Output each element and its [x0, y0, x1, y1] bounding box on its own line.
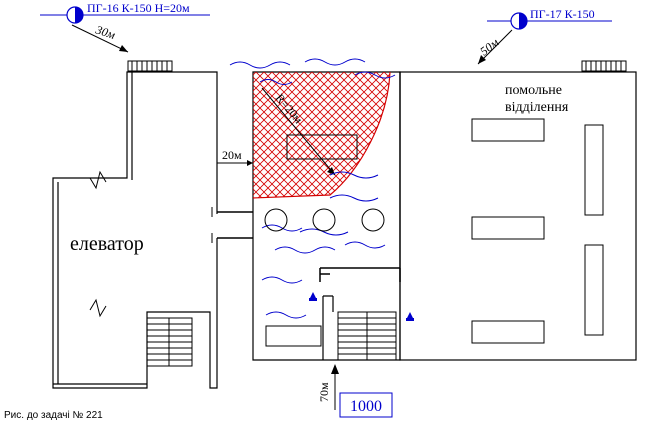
mill-building [399, 71, 637, 361]
gap-dimension: 20м [217, 148, 253, 166]
gallery-connection [211, 207, 253, 243]
hydrant-pg16: ПГ-16 К-150 Н=20м 30м [40, 1, 210, 53]
mill-label-line1: помольне [505, 83, 562, 98]
hydrant-pg16-label: ПГ-16 К-150 Н=20м [87, 1, 190, 15]
figure-caption: Рис. до задачі № 221 [4, 410, 103, 421]
hydrant-pg16-distance: 30м [93, 22, 117, 42]
hydrant-pg17: ПГ-17 К-150 50м [477, 7, 612, 65]
roof-vent-elevator [127, 60, 173, 72]
equipment-table [265, 325, 322, 347]
stairs-elevator [146, 317, 193, 367]
elevator-label: елеватор [70, 233, 144, 255]
approach-distance-label: 70м [317, 382, 331, 402]
mill-label-line2: відділення [505, 100, 569, 115]
gap-distance-label: 20м [222, 148, 242, 162]
box-number-label: 1000 [350, 398, 382, 415]
mill-equipment [471, 118, 604, 344]
roof-vent-mill [581, 60, 627, 72]
hydrant-pg17-distance: 50м [477, 35, 501, 58]
fire-zone: R=20м [252, 71, 391, 199]
stairs-middle [337, 311, 397, 361]
smoke-waves [229, 58, 396, 319]
hydrant-pg16-arrow [71, 24, 129, 53]
elevator-building [52, 71, 218, 389]
fire-extinguisher-icon [406, 312, 414, 321]
radius-arrow [261, 87, 336, 176]
fire-extinguisher-icon [309, 292, 317, 301]
approach-arrow: 70м [317, 364, 339, 410]
box-number: 1000 [339, 392, 393, 418]
hydrant-pg17-label: ПГ-17 К-150 [530, 7, 595, 21]
silo-circles [264, 208, 385, 232]
